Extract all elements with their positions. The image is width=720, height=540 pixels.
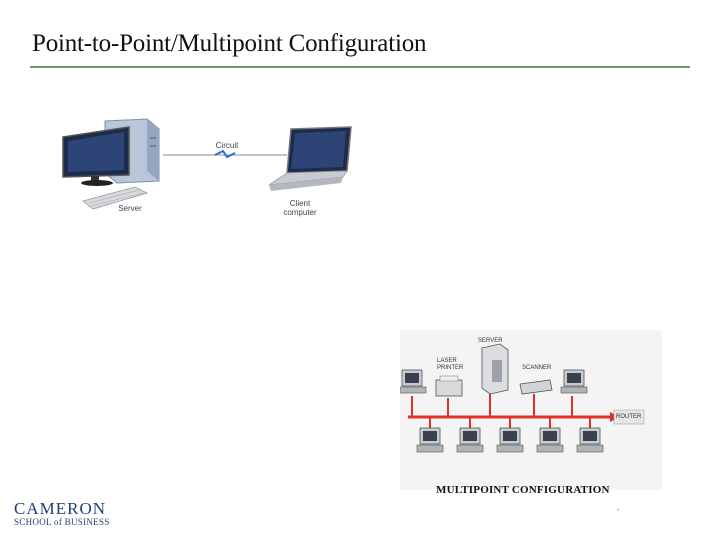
client-label-line2: computer (283, 208, 317, 217)
laser-printer-icon (435, 375, 463, 397)
page-mark: - (617, 505, 620, 514)
workstation-icon (560, 369, 588, 394)
server-label: Server (118, 204, 142, 213)
router-icon (613, 409, 645, 425)
mp-scanner-label: SCANNER (522, 365, 552, 371)
mp-server-label: SERVER (478, 338, 503, 344)
workstation-icon (496, 427, 524, 453)
multipoint-diagram: SERVER LASER PRINTER SCANNER ROUTER (399, 330, 662, 490)
client-label-line1: Client (289, 199, 311, 208)
server-monitor-icon (62, 126, 130, 186)
keyboard-icon (82, 186, 149, 210)
title-divider (30, 66, 690, 68)
mp-router-label: ROUTER (616, 414, 642, 420)
slide-title: Point-to-Point/Multipoint Configuration (32, 30, 427, 57)
server-icon (481, 343, 509, 395)
workstation-icon (576, 427, 604, 453)
point-to-point-diagram: Circuit Server Client computer (55, 115, 365, 225)
workstation-icon (416, 427, 444, 453)
circuit-bolt-icon (214, 149, 236, 159)
multipoint-caption: MULTIPOINT CONFIGURATION (436, 484, 610, 496)
point-to-point-illustration (62, 118, 352, 210)
circuit-label: Circuit (215, 141, 239, 150)
logo-sub-text: SCHOOL of BUSINESS (14, 517, 110, 527)
workstation-icon (456, 427, 484, 453)
workstation-icon (536, 427, 564, 453)
scanner-icon (519, 379, 553, 395)
cameron-logo: CAMERON SCHOOL of BUSINESS (14, 500, 110, 527)
mp-laser-printer-label-line2: PRINTER (437, 365, 464, 371)
client-laptop-icon (268, 126, 352, 191)
logo-main-text: CAMERON (14, 499, 107, 518)
workstation-icon (399, 369, 427, 394)
mp-laser-printer-label-line1: LASER (437, 358, 457, 364)
multipoint-illustration (399, 343, 645, 453)
